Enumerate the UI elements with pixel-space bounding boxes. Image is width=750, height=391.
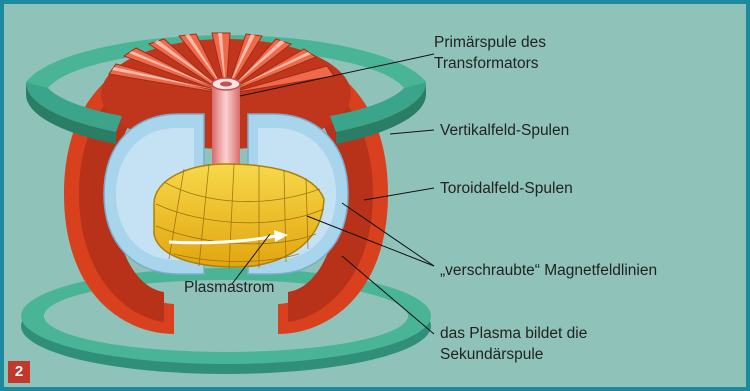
- label-plasma-secondary-coil: das Plasma bildet die Sekundärspule: [440, 323, 587, 365]
- tokamak-illustration: [4, 4, 746, 387]
- label-twisted-field-lines: „verschraubte“ Magnetfeldlinien: [440, 260, 657, 281]
- leader-vertical-coils: [390, 130, 434, 134]
- label-primary-coil: Primärspule des Transformators: [434, 32, 546, 74]
- label-toroidal-field-coils: Toroidalfeld-Spulen: [440, 178, 573, 199]
- label-plasma-current: Plasmastrom: [184, 277, 274, 298]
- label-vertical-field-coils: Vertikalfeld-Spulen: [440, 120, 569, 141]
- figure-number-badge: 2: [8, 361, 30, 383]
